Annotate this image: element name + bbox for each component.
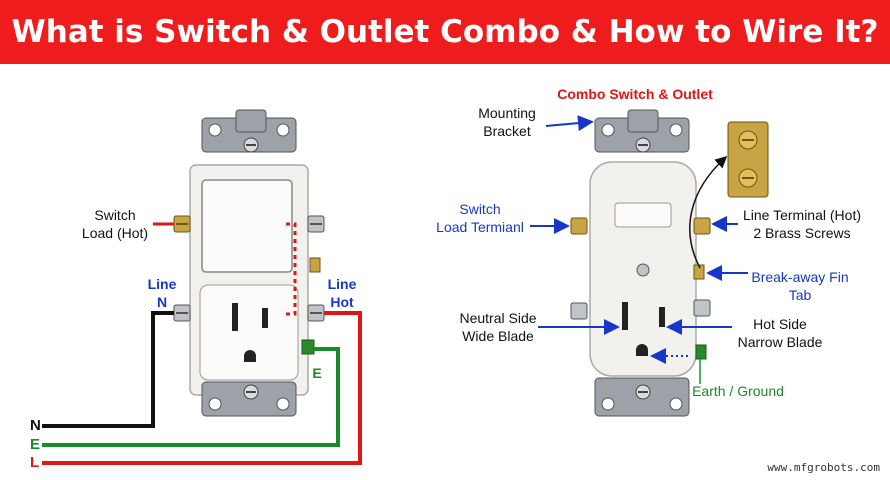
breakaway-fin-label: Break-away Fin Tab [751, 269, 849, 303]
wire-label-n: N [30, 417, 41, 434]
line-hot-screw-top [307, 215, 325, 233]
right-ground-hole [636, 344, 648, 356]
right-neutral-slot [622, 302, 628, 330]
line-hot-label: Line Hot [327, 276, 357, 310]
right-combo-device [570, 109, 711, 417]
earth-tag-label: E [312, 365, 322, 381]
mounting-bracket-label: Mounting Bracket [478, 105, 536, 139]
line-terminal-label: Line Terminal (Hot) 2 Brass Screws [742, 207, 861, 241]
brass-screws-inset [727, 121, 769, 198]
right-neutral-screw [570, 302, 588, 320]
right-ground-screw [695, 344, 707, 360]
combo-heading: Combo Switch & Outlet [557, 86, 713, 102]
watermark: www.mfgrobots.com [767, 461, 880, 474]
right-switch-screw [570, 217, 588, 235]
page-title: What is Switch & Outlet Combo & How to W… [11, 14, 879, 50]
right-top-bracket [594, 109, 690, 153]
earth-ground-label: Earth / Ground [692, 383, 784, 399]
neutral-wire [42, 311, 174, 428]
ground-screw [301, 339, 315, 355]
wire-label-l: L [30, 454, 40, 471]
switch-load-screw [173, 215, 191, 233]
line-n-label: Line N [147, 276, 177, 310]
hot-side-label: Hot Side Narrow Blade [737, 316, 823, 350]
arrow-mounting-bracket [545, 115, 594, 132]
bottom-mounting-bracket [201, 381, 297, 417]
breakaway-tab [309, 257, 321, 273]
hot-wire [42, 311, 362, 465]
earth-wire [42, 347, 340, 447]
right-line-screw [693, 217, 711, 235]
wire-label-e: E [30, 436, 41, 453]
neutral-side-label: Neutral Side Wide Blade [459, 310, 537, 344]
line-hot-screw-bottom [307, 304, 325, 322]
top-mounting-bracket [201, 109, 297, 153]
switch-load-terminal-label: Switch Load Termianl [436, 201, 524, 235]
right-bottom-bracket [594, 377, 690, 417]
inset-pointer-arrow [689, 155, 728, 269]
center-screw [636, 263, 650, 277]
right-toggle [614, 202, 672, 228]
outlet-face [199, 284, 299, 381]
neutral-slot [232, 303, 238, 331]
title-banner: What is Switch & Outlet Combo & How to W… [0, 0, 890, 64]
switch-toggle [201, 179, 293, 273]
internal-jumper [284, 222, 297, 316]
left-combo-device [173, 109, 325, 417]
right-hot-slot [659, 307, 665, 327]
switch-load-label: Switch Load (Hot) [81, 207, 149, 241]
ground-hole [244, 350, 256, 362]
right-hot-screw [693, 299, 711, 317]
hot-slot [262, 308, 268, 328]
